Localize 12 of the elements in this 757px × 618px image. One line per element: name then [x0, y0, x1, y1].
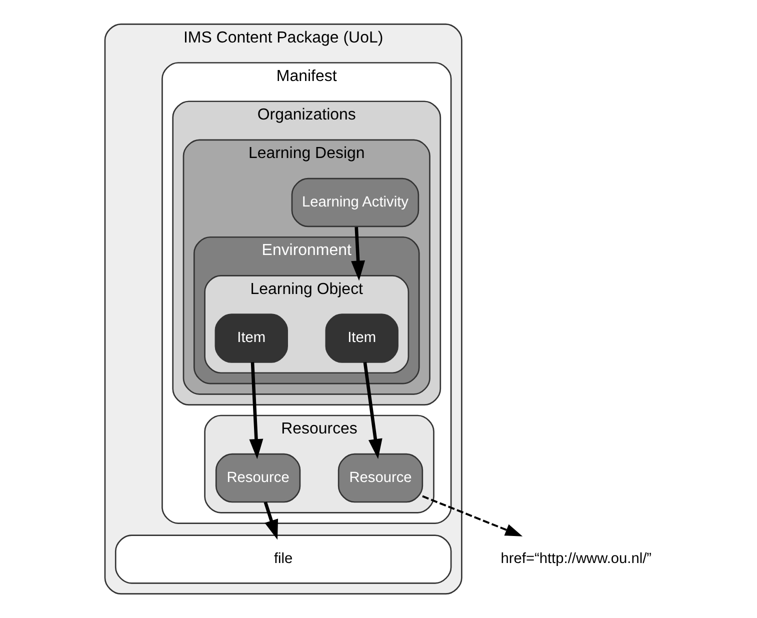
node-box: Resource [338, 453, 424, 503]
node-box: Item [214, 314, 288, 363]
node-box: Item [325, 314, 398, 363]
node-box: Learning Activity [291, 178, 420, 228]
arrow [249, 362, 264, 460]
arrow [363, 362, 382, 460]
node-box: file [114, 534, 452, 584]
arrow [422, 495, 523, 536]
node-box: Resource [215, 453, 301, 503]
arrow [351, 226, 366, 281]
node-text: href=“http://www.ou.nl/” [500, 550, 652, 567]
arrow [264, 502, 278, 540]
